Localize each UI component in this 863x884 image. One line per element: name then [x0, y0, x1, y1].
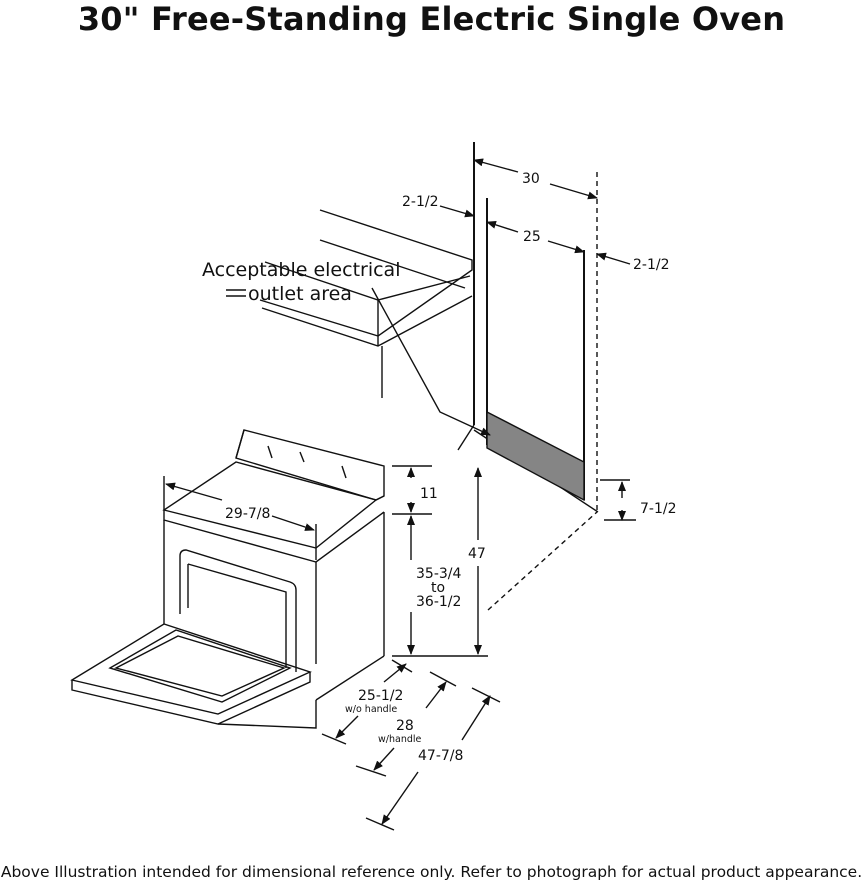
disclaimer: Above Illustration intended for dimensio…	[0, 863, 863, 881]
callout-line2: outlet area	[248, 283, 352, 305]
svg-text:47: 47	[468, 546, 486, 562]
svg-text:w/handle: w/handle	[378, 734, 422, 745]
dim-left-offset: 2-1/2	[402, 194, 475, 218]
dim-right-offset: 2-1/2	[596, 252, 670, 273]
callout-line1: Acceptable electrical	[202, 259, 400, 281]
svg-text:30: 30	[522, 171, 540, 187]
dim-25: 25	[486, 220, 585, 254]
svg-text:7-1/2: 7-1/2	[640, 501, 677, 517]
outlet-area	[486, 410, 585, 502]
callout-leader	[371, 287, 491, 436]
svg-text:25-1/2: 25-1/2	[358, 688, 403, 704]
svg-text:w/o handle: w/o handle	[345, 704, 397, 715]
svg-text:47-7/8: 47-7/8	[418, 748, 463, 764]
svg-text:2-1/2: 2-1/2	[633, 257, 670, 273]
dim-depth-handle: 28 w/handle	[355, 671, 457, 777]
dim-oven-width: 29-7/8	[163, 476, 317, 560]
svg-text:29-7/8: 29-7/8	[225, 506, 270, 522]
dim-depth-door-open: 47-7/8	[365, 687, 501, 831]
dim-depth-no-handle: 25-1/2 w/o handle	[321, 659, 413, 745]
wall-opening	[457, 142, 599, 611]
dim-cooktop-height: 35-3/4 to 36-1/2	[392, 515, 488, 657]
oven	[70, 429, 385, 729]
dim-30: 30	[473, 158, 598, 200]
svg-text:36-1/2: 36-1/2	[416, 594, 461, 610]
svg-text:25: 25	[523, 229, 541, 245]
svg-text:to: to	[431, 580, 445, 596]
svg-text:28: 28	[396, 718, 414, 734]
page-title: 30" Free-Standing Electric Single Oven	[77, 0, 786, 38]
dim-outlet-height: 7-1/2	[600, 479, 677, 521]
svg-text:11: 11	[420, 486, 438, 502]
svg-text:2-1/2: 2-1/2	[402, 194, 439, 210]
dim-total-height: 47	[468, 467, 486, 655]
svg-text:35-3/4: 35-3/4	[416, 566, 461, 582]
dim-console-height: 11	[392, 465, 438, 515]
